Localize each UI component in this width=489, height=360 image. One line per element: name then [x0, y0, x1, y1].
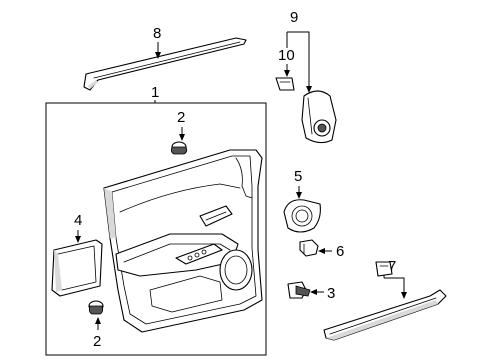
- callout-5: 5: [294, 168, 302, 185]
- part-2-screw-top: [170, 141, 188, 155]
- part-5-speaker-ring: [283, 199, 321, 233]
- leader-9: [287, 31, 310, 88]
- part-9-mirror-cover: [301, 90, 337, 144]
- callout-1: 1: [151, 84, 159, 101]
- callout-3: 3: [327, 285, 335, 302]
- arrow-4: [75, 236, 81, 243]
- arrow-10: [284, 70, 290, 77]
- arrow-2-top: [179, 134, 185, 141]
- part-8-belt-molding: [83, 37, 247, 91]
- callout-7: 7: [388, 258, 396, 275]
- part-3-screw: [287, 281, 311, 299]
- door-panel-box: [45, 102, 267, 356]
- arrow-3: [310, 289, 317, 295]
- arrow-6: [318, 248, 325, 254]
- part-6-push-pin: [299, 239, 319, 257]
- arrow-9: [306, 86, 312, 93]
- arrow-7: [401, 292, 407, 299]
- callout-2-bottom: 2: [93, 333, 101, 350]
- arrow-8: [155, 52, 161, 59]
- part-7-lower-molding: [323, 289, 447, 341]
- callout-2-top: 2: [177, 109, 185, 126]
- leader-7: [384, 277, 405, 294]
- part-1-door-trim-panel: [103, 149, 263, 333]
- callout-10: 10: [278, 47, 295, 64]
- arrow-2-bottom: [95, 317, 101, 324]
- callout-9: 9: [290, 9, 298, 26]
- arrow-5: [296, 192, 302, 199]
- callout-6: 6: [336, 243, 344, 260]
- callout-4: 4: [74, 212, 82, 229]
- part-4-bezel: [51, 239, 103, 297]
- part-7-clip: [375, 261, 393, 277]
- part-2-screw-bottom: [88, 300, 104, 315]
- part-10-clip: [275, 77, 295, 91]
- callout-8: 8: [153, 25, 161, 42]
